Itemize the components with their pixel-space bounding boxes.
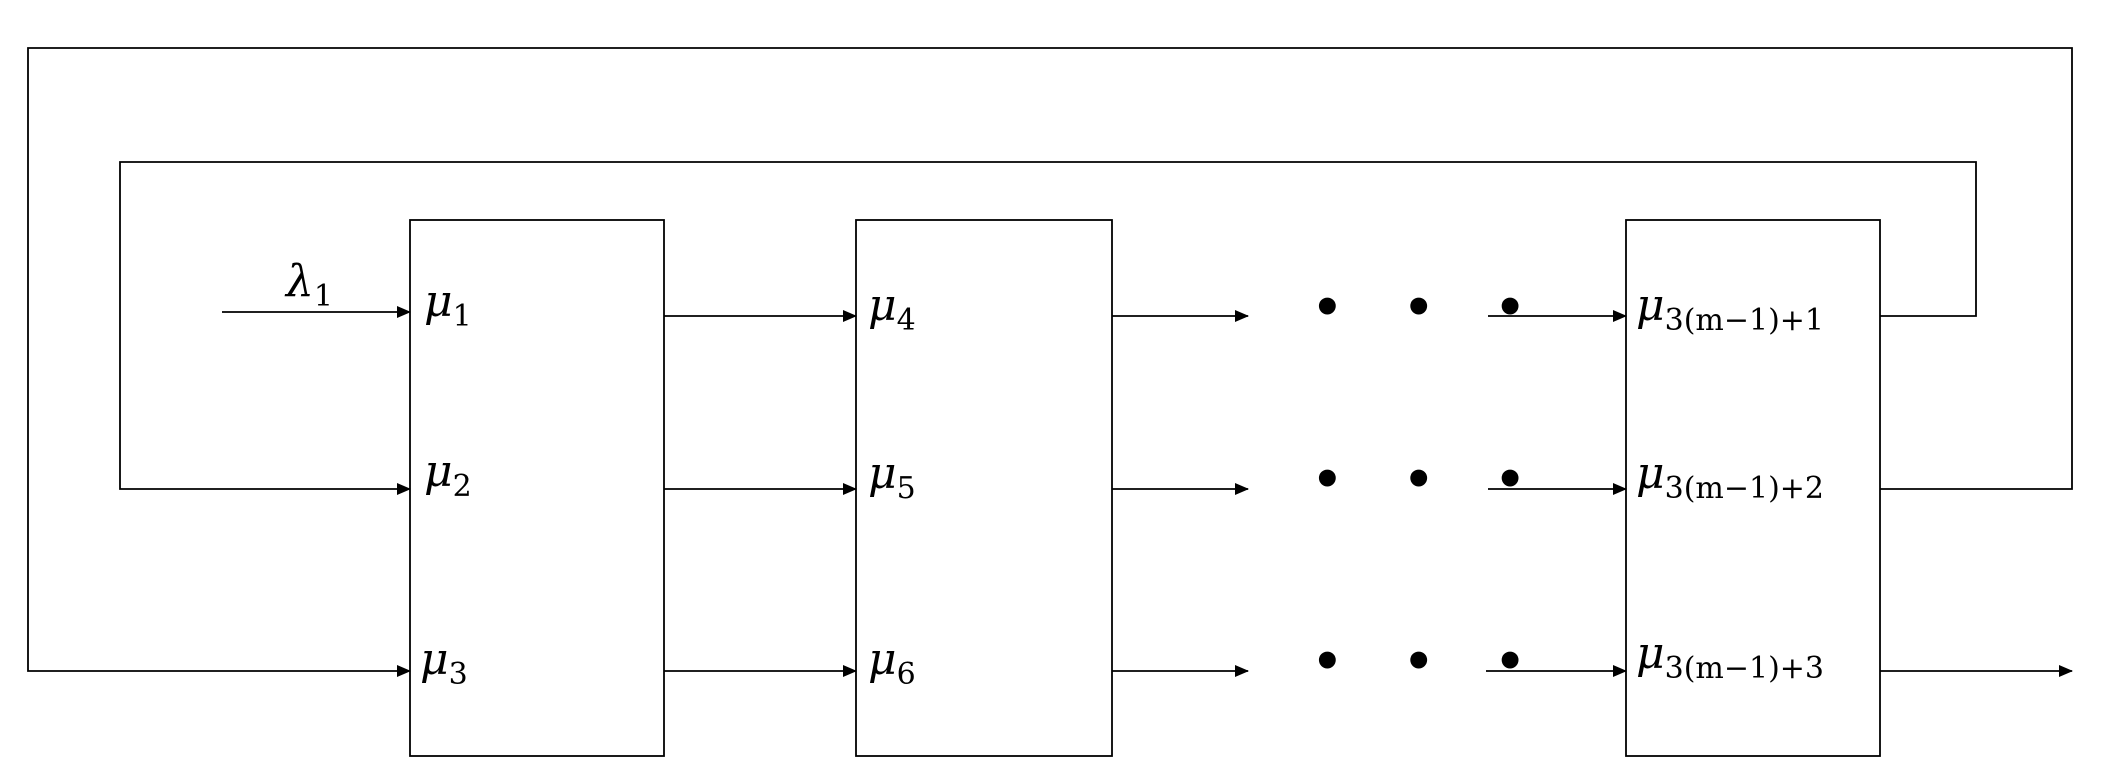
feedback-loop-outer [27,47,2073,677]
mu-2-label: μ2 [424,446,472,504]
ellipsis-row-3: • • • [1312,634,1548,690]
ellipsis-row-2: • • • [1312,452,1548,508]
ellipsis-row-1: • • • [1312,280,1548,336]
lambda-label: λ1 [286,256,333,314]
mu-3-label: μ3 [420,634,468,692]
mu-1-label: μ1 [424,276,472,334]
mu-4-label: μ4 [868,280,916,338]
mu-m2-label: μ3(m−1)+2 [1636,448,1824,506]
mu-m3-label: μ3(m−1)+3 [1636,628,1824,686]
mu-5-label: μ5 [868,448,916,506]
mu-m1-label: μ3(m−1)+1 [1636,280,1824,338]
feedback-loop-inner [119,161,1977,495]
mu-6-label: μ6 [868,634,916,692]
